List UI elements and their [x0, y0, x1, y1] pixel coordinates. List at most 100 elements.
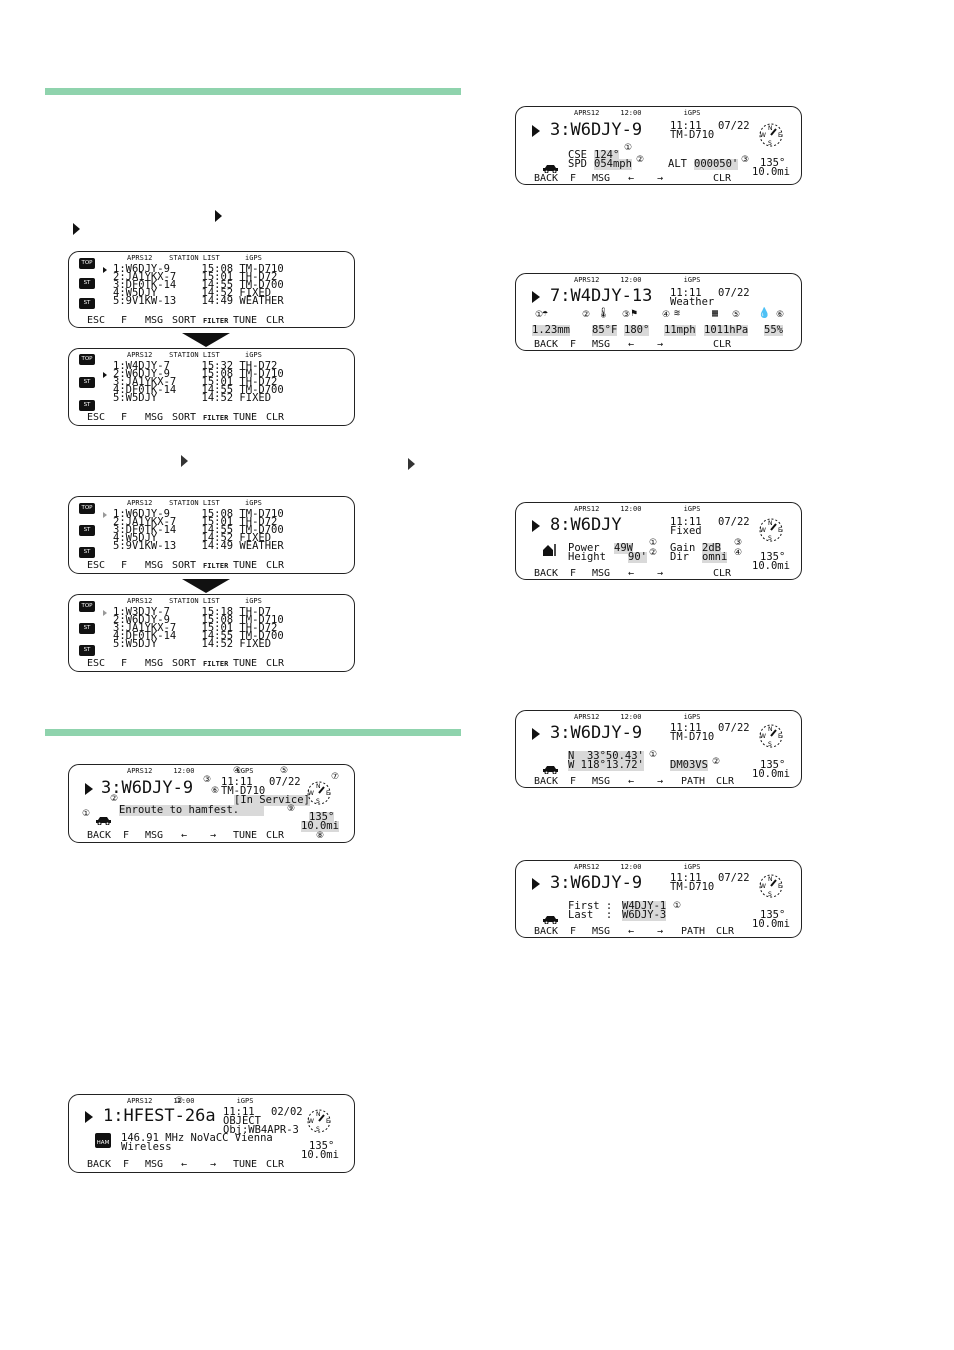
softkey-tune[interactable]: TUNE [233, 315, 258, 326]
softkey-esc[interactable]: ESC [87, 560, 106, 571]
softkey-f[interactable]: F [121, 412, 128, 423]
list-item[interactable]: 3:DF0TK-14 14:55 TM-D700 [113, 279, 284, 291]
softkey-right[interactable]: → [657, 776, 664, 787]
bearing: 135° [760, 157, 786, 169]
list-item[interactable]: 1:W3DJY-7 15:18 TH-D7 [113, 606, 272, 618]
softkey-f[interactable]: F [570, 776, 577, 787]
softkey-back[interactable]: BACK [87, 830, 112, 841]
softkey-clr[interactable]: CLR [713, 173, 732, 184]
list-item[interactable]: 5:W5DJY 14:52 FIXED [113, 392, 272, 404]
softkey-filter[interactable]: FILTER [203, 317, 229, 325]
softkey-sort[interactable]: SORT [172, 560, 197, 571]
softkey-path[interactable]: PATH [681, 926, 706, 937]
softkey-sort[interactable]: SORT [172, 658, 197, 669]
station-model: TM-D710 [221, 785, 266, 797]
softkey-msg[interactable]: MSG [592, 339, 611, 350]
softkey-back[interactable]: BACK [534, 776, 559, 787]
softkey-path[interactable]: PATH [681, 776, 706, 787]
softkey-left[interactable]: ← [628, 926, 635, 937]
softkey-clr[interactable]: CLR [716, 926, 735, 937]
softkey-left[interactable]: ← [628, 776, 635, 787]
list-item[interactable]: 5:9V1KW-13 14:49 WEATHER [113, 295, 284, 307]
softkey-sort[interactable]: SORT [172, 315, 197, 326]
softkey-tune[interactable]: TUNE [233, 560, 258, 571]
softkey-left[interactable]: ← [181, 830, 188, 841]
list-item[interactable]: 2:JA1YKX-7 15:01 TH-D72 [113, 516, 278, 528]
softkey-left[interactable]: ← [181, 1159, 188, 1170]
softkey-right[interactable]: → [657, 339, 664, 350]
list-item[interactable]: 5:W5DJY 14:52 FIXED [113, 638, 272, 650]
list-item[interactable]: 2:W6DJY-9 15:08 TM-D710 [113, 614, 284, 626]
softkey-esc[interactable]: ESC [87, 658, 106, 669]
softkey-tune[interactable]: TUNE [233, 830, 258, 841]
softkey-msg[interactable]: MSG [145, 1159, 164, 1170]
list-item[interactable]: 3:JA1YKX-7 15:01 TH-D72 [113, 622, 278, 634]
softkey-clr[interactable]: CLR [713, 568, 732, 579]
softkey-f[interactable]: F [121, 658, 128, 669]
list-item[interactable]: 1:W6DJY-9 15:08 TM-D710 [113, 263, 284, 275]
list-item[interactable]: 4:DF0TK-14 14:55 TM-D700 [113, 630, 284, 642]
softkey-esc[interactable]: ESC [87, 412, 106, 423]
list-item[interactable]: 4:W5DJY 14:52 FIXED [113, 287, 272, 299]
softkey-clr[interactable]: CLR [266, 1159, 285, 1170]
list-item[interactable]: 4:DF0TK-14 14:55 TM-D700 [113, 384, 284, 396]
softkey-clr[interactable]: CLR [266, 830, 285, 841]
list-item[interactable]: 2:W6DJY-9 15:08 TM-D710 [113, 368, 284, 380]
svg-text:N: N [316, 1111, 321, 1118]
softkey-f[interactable]: F [570, 568, 577, 579]
softkey-filter[interactable]: FILTER [203, 660, 229, 668]
softkey-f[interactable]: F [123, 1159, 130, 1170]
softkey-back[interactable]: BACK [534, 926, 559, 937]
softkey-tune[interactable]: TUNE [233, 1159, 258, 1170]
softkey-filter[interactable]: FILTER [203, 562, 229, 570]
softkey-msg[interactable]: MSG [592, 926, 611, 937]
softkey-f[interactable]: F [570, 173, 577, 184]
softkey-msg[interactable]: MSG [592, 776, 611, 787]
softkey-right[interactable]: → [657, 173, 664, 184]
list-item[interactable]: 3:JA1YKX-7 15:01 TH-D72 [113, 376, 278, 388]
softkey-msg[interactable]: MSG [592, 173, 611, 184]
softkey-esc[interactable]: ESC [87, 315, 106, 326]
softkey-back[interactable]: BACK [534, 568, 559, 579]
list-item[interactable]: 3:DF0TK-14 14:55 TM-D700 [113, 524, 284, 536]
softkey-msg[interactable]: MSG [145, 560, 164, 571]
softkey-msg[interactable]: MSG [145, 412, 164, 423]
softkey-back[interactable]: BACK [87, 1159, 112, 1170]
softkey-sort[interactable]: SORT [172, 412, 197, 423]
softkey-right[interactable]: → [657, 568, 664, 579]
softkey-f[interactable]: F [123, 830, 130, 841]
softkey-filter[interactable]: FILTER [203, 414, 229, 422]
softkey-clr[interactable]: CLR [266, 315, 285, 326]
softkey-back[interactable]: BACK [534, 173, 559, 184]
list-item[interactable]: 2:JA1YKX-7 15:01 TH-D72 [113, 271, 278, 283]
softkey-left[interactable]: ← [628, 568, 635, 579]
softkey-tune[interactable]: TUNE [233, 412, 258, 423]
softkey-f[interactable]: F [121, 315, 128, 326]
list-item[interactable]: 1:W4DJY-7 15:32 TH-D72 [113, 360, 278, 372]
softkey-clr[interactable]: CLR [266, 412, 285, 423]
softkey-clr[interactable]: CLR [716, 776, 735, 787]
softkey-left[interactable]: ← [628, 173, 635, 184]
softkey-clr[interactable]: CLR [266, 658, 285, 669]
station-service: [In Service] [234, 794, 310, 806]
softkey-msg[interactable]: MSG [145, 658, 164, 669]
list-item[interactable]: 4:W5DJY 14:52 FIXED [113, 532, 272, 544]
softkey-right[interactable]: → [210, 1159, 217, 1170]
softkey-f[interactable]: F [570, 339, 577, 350]
softkey-right[interactable]: → [210, 830, 217, 841]
softkey-tune[interactable]: TUNE [233, 658, 258, 669]
softkey-clr[interactable]: CLR [713, 339, 732, 350]
softkey-msg[interactable]: MSG [592, 568, 611, 579]
softkey-msg[interactable]: MSG [145, 315, 164, 326]
list-item[interactable]: 1:W6DJY-9 15:08 TM-D710 [113, 508, 284, 520]
softkey-left[interactable]: ← [628, 339, 635, 350]
softkey-msg[interactable]: MSG [145, 830, 164, 841]
softkey-f[interactable]: F [121, 560, 128, 571]
softkey-back[interactable]: BACK [534, 339, 559, 350]
station-date: 07/22 [718, 872, 750, 884]
softkey-right[interactable]: → [657, 926, 664, 937]
softkey-f[interactable]: F [570, 926, 577, 937]
list-item[interactable]: 5:9V1KW-13 14:49 WEATHER [113, 540, 284, 552]
softkey-clr[interactable]: CLR [266, 560, 285, 571]
